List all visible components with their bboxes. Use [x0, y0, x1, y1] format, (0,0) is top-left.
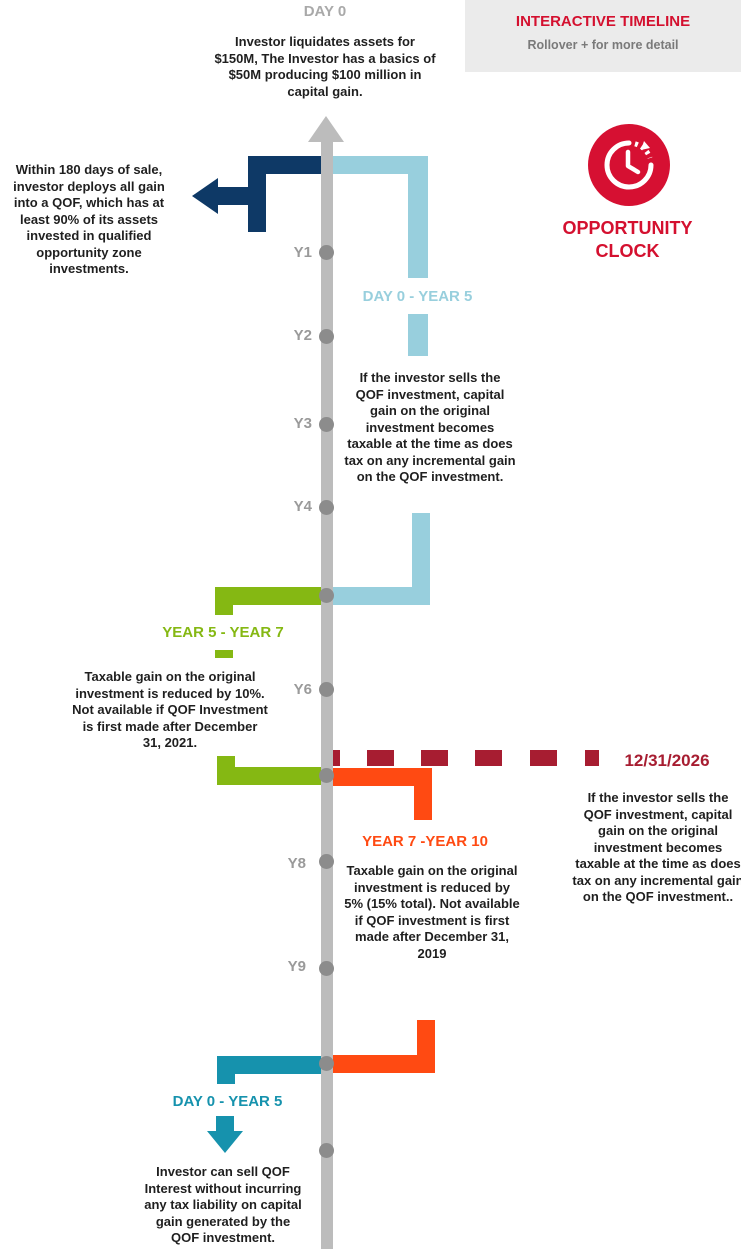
blue-bracket-lower — [412, 513, 430, 605]
deadline-date: 12/31/2026 — [624, 751, 710, 770]
teal-text: Investor can sell QOF Interest without i… — [144, 1164, 302, 1245]
orange-title: YEAR 7 -YEAR 10 — [362, 833, 488, 850]
green-text: Taxable gain on the original investment … — [72, 669, 268, 750]
year-label-y9: Y9 — [287, 958, 306, 975]
down-arrow-icon — [207, 1131, 243, 1153]
teal-arrow-shaft — [216, 1116, 234, 1132]
up-arrow-icon — [308, 116, 344, 142]
left-arrow-icon — [192, 178, 218, 214]
year-dot[interactable] — [319, 245, 334, 260]
navy-arrow-shaft — [216, 187, 266, 205]
blue-bracket-bottom — [330, 587, 430, 605]
year-label-y2: Y2 — [293, 327, 312, 344]
navy-bracket-top — [248, 156, 322, 174]
year-dot[interactable] — [319, 329, 334, 344]
blue-title: DAY 0 - YEAR 5 — [362, 288, 473, 305]
deadline-dash — [475, 750, 502, 766]
blue-bracket-mid — [408, 314, 428, 356]
teal-title: DAY 0 - YEAR 5 — [172, 1093, 283, 1110]
day0-text: Investor liquidates assets for $150M, Th… — [214, 34, 436, 99]
year-dot[interactable] — [319, 500, 334, 515]
year-label-y8: Y8 — [287, 855, 306, 872]
year-dot[interactable] — [319, 417, 334, 432]
deadline-dash — [421, 750, 448, 766]
info-title: INTERACTIVE TIMELINE — [515, 13, 691, 30]
year-dot[interactable] — [319, 1143, 334, 1158]
interactive-timeline-box: INTERACTIVE TIMELINE Rollover + for more… — [465, 0, 741, 72]
green-title: YEAR 5 - YEAR 7 — [162, 624, 284, 641]
green-bracket-upper-leg — [215, 587, 233, 615]
year-dot[interactable] — [319, 854, 334, 869]
orange-bracket-top — [332, 768, 432, 786]
clock-icon[interactable] — [588, 124, 670, 206]
orange-bracket-upper — [414, 768, 432, 820]
year-dot[interactable] — [319, 588, 334, 603]
deadline-dash — [367, 750, 394, 766]
orange-bracket-bottom — [330, 1055, 435, 1073]
deadline-dash — [530, 750, 557, 766]
blue-bracket-top — [322, 156, 428, 174]
day0-label: DAY 0 — [303, 3, 347, 20]
info-subtitle: Rollover + for more detail — [527, 38, 679, 52]
deadline-dash — [585, 750, 599, 766]
green-bracket-tick — [215, 650, 233, 658]
blue-bracket-upper — [408, 156, 428, 278]
year-label-y4: Y4 — [293, 498, 312, 515]
year-dot[interactable] — [319, 682, 334, 697]
year-label-y1: Y1 — [293, 244, 312, 261]
year-label-y3: Y3 — [293, 415, 312, 432]
qof-deploy-text: Within 180 days of sale, investor deploy… — [13, 162, 165, 276]
green-bracket-bottom — [217, 767, 323, 785]
year-label-y6: Y6 — [293, 681, 312, 698]
green-bracket-top — [215, 587, 323, 605]
year-dot[interactable] — [319, 1056, 334, 1071]
teal-bracket-leg — [217, 1056, 235, 1084]
teal-bracket-top — [217, 1056, 323, 1074]
year-dot[interactable] — [319, 768, 334, 783]
orange-text: Taxable gain on the original investment … — [344, 863, 520, 961]
year-dot[interactable] — [319, 961, 334, 976]
blue-text: If the investor sells the QOF investment… — [344, 370, 516, 484]
opportunity-clock-label: OPPORTUNITY CLOCK — [562, 218, 693, 261]
deadline-text: If the investor sells the QOF investment… — [572, 790, 741, 904]
